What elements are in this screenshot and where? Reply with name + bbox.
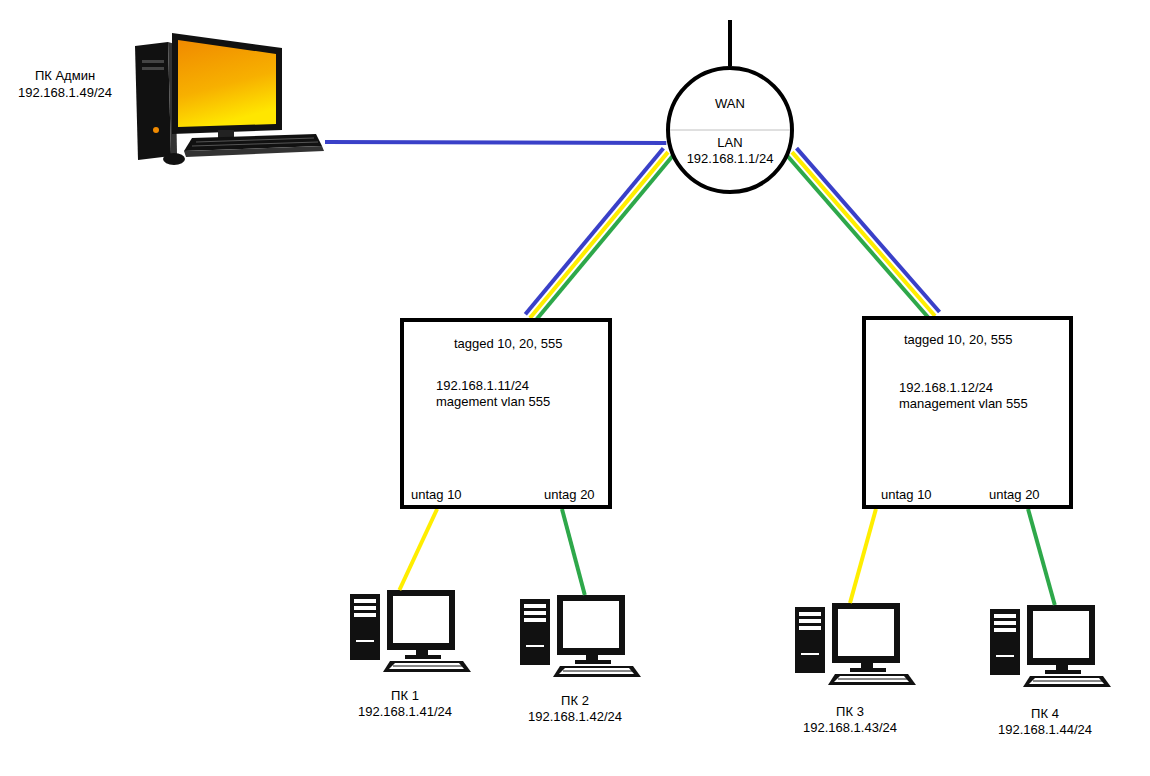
node-text: tagged 10, 20, 555	[454, 336, 562, 352]
cable	[525, 148, 672, 322]
pc-node: ПК 1192.168.1.41/24	[335, 590, 475, 724]
cable	[1028, 509, 1055, 605]
cable-line	[535, 156, 673, 322]
antenna	[728, 20, 732, 66]
cable	[325, 142, 666, 143]
node-text: 192.168.1.49/24	[15, 85, 115, 101]
node-text: ПК 3	[780, 704, 920, 720]
pc-icon	[520, 595, 641, 677]
pc-icon	[350, 590, 471, 672]
cable-line	[850, 509, 876, 603]
cable-line	[562, 509, 585, 595]
node-text: ПК 2	[505, 693, 645, 709]
node-text: 192.168.1.12/24 management vlan 555	[899, 380, 1039, 412]
node-text: untag 20	[989, 487, 1040, 503]
cable-line	[792, 152, 935, 316]
switch-box: tagged 10, 20, 555 192.168.1.11/24 mageme…	[400, 318, 612, 509]
cable-line	[1028, 509, 1055, 605]
router-circle: WAN LAN192.168.1.1/24	[665, 65, 795, 195]
cable-line	[325, 142, 666, 143]
cable-line	[787, 156, 930, 320]
node-text: 192.168.1.43/24	[780, 720, 920, 736]
node-text: LAN	[665, 135, 795, 151]
node-text: 192.168.1.41/24	[335, 704, 475, 720]
node-text: 192.168.1.1/24	[665, 151, 795, 167]
pc-node: ПК 3192.168.1.43/24	[780, 603, 920, 737]
cable	[850, 509, 876, 603]
cable	[562, 509, 585, 595]
admin-computer	[135, 33, 324, 165]
cable-line	[797, 148, 940, 312]
switch-box: tagged 10, 20, 555 192.168.1.12/24 manage…	[862, 316, 1073, 509]
node-text: ПК Админ	[15, 68, 115, 84]
pc-node: ПК 4192.168.1.44/24	[975, 605, 1115, 739]
cable	[399, 509, 437, 590]
node-text: WAN	[665, 96, 795, 112]
pc-icon	[990, 605, 1111, 687]
cable-line	[525, 148, 663, 314]
node-text: untag 10	[411, 487, 462, 503]
pc-icon	[795, 603, 916, 685]
node-text: ПК 1	[335, 688, 475, 704]
cable-line	[399, 509, 437, 590]
router-outline	[665, 65, 795, 195]
admin-pc-node: ПК Админ192.168.1.49/24	[15, 30, 325, 170]
node-text: 192.168.1.11/24 magement vlan 555	[436, 378, 561, 410]
node-text: 192.168.1.44/24	[975, 722, 1115, 738]
node-text: ПК 4	[975, 706, 1115, 722]
node-text: 192.168.1.42/24	[505, 709, 645, 725]
node-text: tagged 10, 20, 555	[904, 332, 1012, 348]
node-text: untag 20	[544, 487, 595, 503]
cable-line	[530, 152, 668, 318]
node-text: untag 10	[881, 487, 932, 503]
pc-node: ПК 2192.168.1.42/24	[505, 595, 645, 729]
cable	[787, 148, 939, 320]
